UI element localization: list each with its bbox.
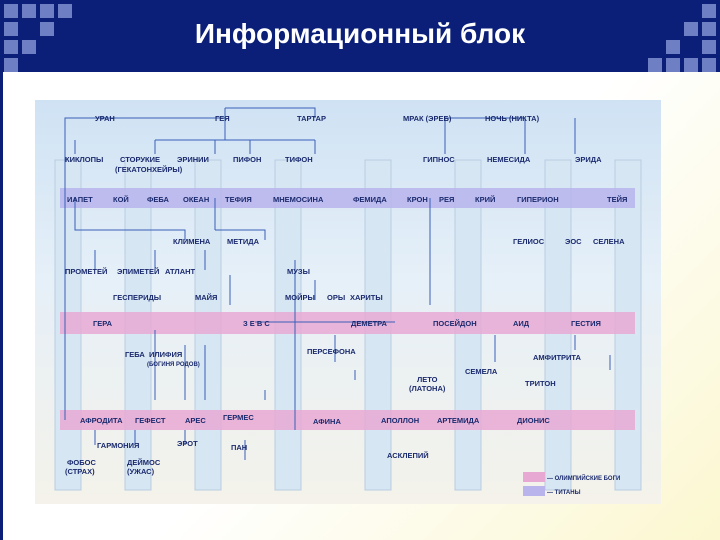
node-kron: КРОН <box>407 195 428 204</box>
node-pifon: ПИФОН <box>233 155 261 164</box>
node-giperion: ГИПЕРИОН <box>517 195 559 204</box>
node-gelios: ГЕЛИОС <box>513 237 545 246</box>
node-kiklopy: КИКЛОПЫ <box>65 155 103 164</box>
node-aid: АИД <box>513 319 530 328</box>
titan-band <box>60 188 635 208</box>
node-gekatonheyry: (ГЕКАТОНХЕЙРЫ) <box>115 165 183 174</box>
slide-title: Информационный блок <box>194 18 526 49</box>
node-triton: ТРИТОН <box>525 379 556 388</box>
node-deymos: ДЕЙМОС <box>127 458 161 467</box>
node-erinii: ЭРИНИИ <box>177 155 209 164</box>
left-accent-bar <box>0 72 3 540</box>
node-harity: ХАРИТЫ <box>350 293 383 302</box>
node-dionis: ДИОНИС <box>517 416 550 425</box>
genealogy-tree: УРАН ГЕЯ ТАРТАР МРАК (ЭРЕБ) НОЧЬ (НИКТА)… <box>54 107 642 496</box>
node-selena: СЕЛЕНА <box>593 237 625 246</box>
legend-olympic-swatch <box>523 472 545 482</box>
node-persefona: ПЕРСЕФОНА <box>307 347 356 356</box>
node-germes: ГЕРМЕС <box>223 413 254 422</box>
node-reya: РЕЯ <box>439 195 454 204</box>
node-femida: ФЕМИДА <box>353 195 387 204</box>
node-gesperidy: ГЕСПЕРИДЫ <box>113 293 161 302</box>
node-koy: КОЙ <box>113 195 129 204</box>
node-geba: ГЕБА <box>125 350 145 359</box>
node-poseydon: ПОСЕЙДОН <box>433 319 477 328</box>
node-klimena: КЛИМЕНА <box>173 237 211 246</box>
node-geya: ГЕЯ <box>215 114 230 123</box>
node-strah: (СТРАХ) <box>65 467 95 476</box>
node-mayya: МАЙЯ <box>195 293 217 302</box>
legend-titans-label: — ТИТАНЫ <box>547 490 581 496</box>
node-gipnos: ГИПНОС <box>423 155 455 164</box>
node-demetra: ДЕМЕТРА <box>351 319 388 328</box>
node-uzhas: (УЖАС) <box>127 467 155 476</box>
title-bar <box>0 0 720 72</box>
legend-olympic-label: — ОЛИМПИЙСКИЕ БОГИ <box>547 474 620 482</box>
node-epimetey: ЭПИМЕТЕЙ <box>117 267 159 276</box>
node-ilifiya-note: (БОГИНЯ РОДОВ) <box>147 362 200 368</box>
node-zevs: З Е В С <box>243 319 270 328</box>
node-artemida: АРТЕМИДА <box>437 416 480 425</box>
node-metida: МЕТИДА <box>227 237 260 246</box>
node-erida: ЭРИДА <box>575 155 602 164</box>
genealogy-image: УРАН ГЕЯ ТАРТАР МРАК (ЭРЕБ) НОЧЬ (НИКТА)… <box>35 100 661 504</box>
node-moyry: МОЙРЫ <box>285 293 315 302</box>
node-gera: ГЕРА <box>93 319 113 328</box>
node-asklepiy: АСКЛЕПИЙ <box>387 451 429 460</box>
node-muzy: МУЗЫ <box>287 267 310 276</box>
node-semela: СЕМЕЛА <box>465 367 498 376</box>
node-afrodita: АФРОДИТА <box>80 416 123 425</box>
node-erot: ЭРОТ <box>177 439 198 448</box>
node-ares: АРЕС <box>185 416 206 425</box>
connector-lines <box>64 107 611 460</box>
node-kriy: КРИЙ <box>475 195 495 204</box>
node-iapet: ИАПЕТ <box>67 195 93 204</box>
node-okean: ОКЕАН <box>183 195 209 204</box>
node-gefest: ГЕФЕСТ <box>135 416 166 425</box>
node-prometey: ПРОМЕТЕЙ <box>65 267 107 276</box>
olympic-band-2 <box>60 410 635 430</box>
node-ilifiya: ИЛИФИЯ <box>149 350 182 359</box>
node-eos: ЭОС <box>565 237 582 246</box>
node-tefiya: ТЕФИЯ <box>225 195 252 204</box>
node-nemesida: НЕМЕСИДА <box>487 155 531 164</box>
node-teyya: ТЕЙЯ <box>607 195 627 204</box>
legend-titans-swatch <box>523 486 545 496</box>
node-amfitrita: АМФИТРИТА <box>533 353 582 362</box>
node-mrak: МРАК (ЭРЕБ) <box>403 114 452 123</box>
node-tifon: ТИФОН <box>285 155 313 164</box>
node-atlant: АТЛАНТ <box>165 267 196 276</box>
node-garmoniya: ГАРМОНИЯ <box>97 441 139 450</box>
node-leto: ЛЕТО <box>417 375 438 384</box>
node-fobos: ФОБОС <box>67 458 96 467</box>
olympic-band-1 <box>60 312 635 334</box>
node-apollon: АПОЛЛОН <box>381 416 419 425</box>
node-storukie: СТОРУКИЕ <box>120 155 160 164</box>
node-uran: УРАН <box>95 114 115 123</box>
node-pan: ПАН <box>231 443 247 452</box>
node-afina: АФИНА <box>313 417 341 426</box>
node-latona: (ЛАТОНА) <box>409 384 446 393</box>
node-mnemosina: МНЕМОСИНА <box>273 195 324 204</box>
node-feba: ФЕБА <box>147 195 170 204</box>
node-gestiya: ГЕСТИЯ <box>571 319 601 328</box>
node-ory: ОРЫ <box>327 293 345 302</box>
node-tartar: ТАРТАР <box>297 114 326 123</box>
node-noch: НОЧЬ (НИКТА) <box>485 114 540 123</box>
